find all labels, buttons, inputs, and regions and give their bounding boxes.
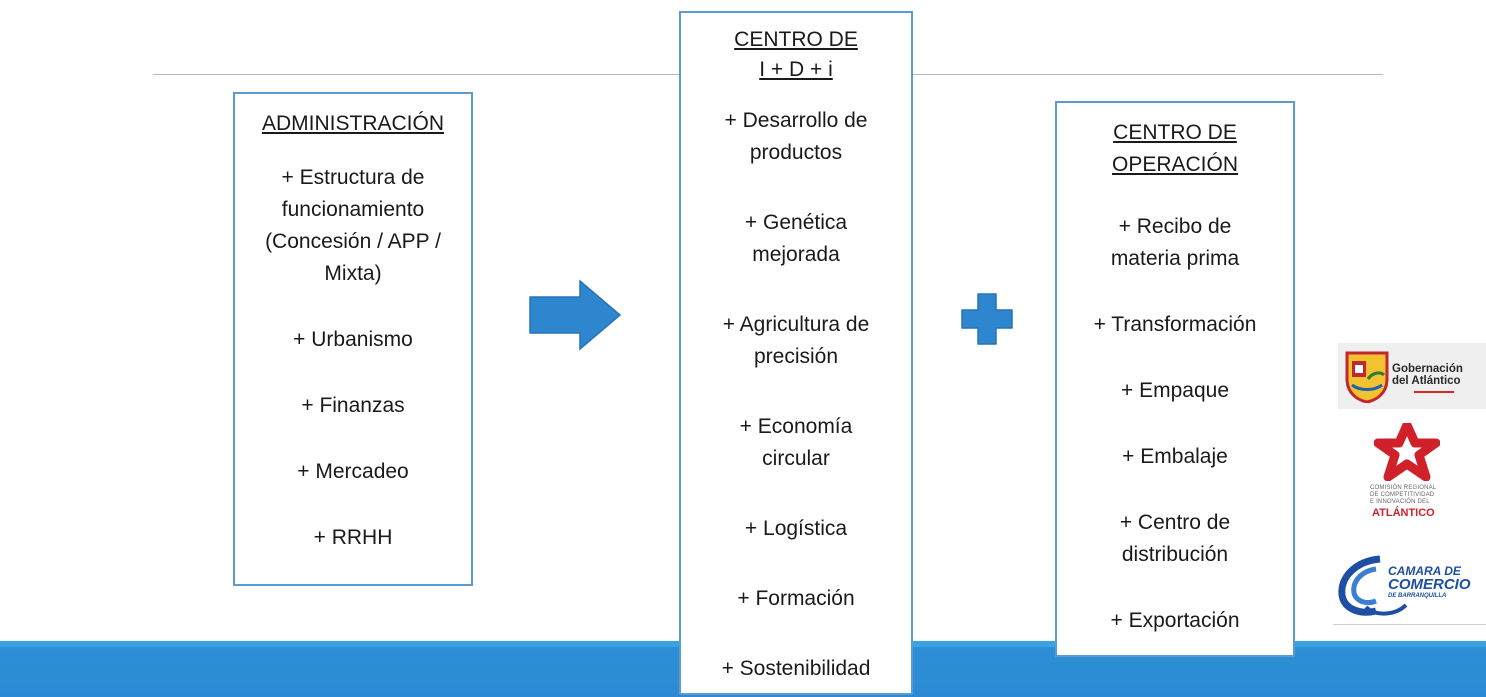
camara-line: CAMARA DE	[1388, 564, 1461, 578]
centro-operacion-item-embalaje: + Embalaje	[1122, 445, 1228, 468]
arrow-right-icon	[529, 279, 622, 351]
item-line: circular	[762, 447, 830, 470]
logos-divider	[1333, 624, 1486, 625]
centro-operacion-title: CENTRO DE	[1113, 121, 1237, 144]
camara-line: COMERCIO	[1388, 576, 1471, 593]
administracion-title: ADMINISTRACIÓN	[261, 112, 444, 135]
swirl-icon	[1338, 555, 1408, 616]
centro-id-box: CENTRO DE I + D + i + Desarrollo de prod…	[679, 11, 913, 695]
comision-line: COMISIÓN REGIONAL	[1370, 485, 1437, 491]
centro-id-item-economia: + Economía circular	[681, 411, 911, 475]
item-line: + Centro de	[1119, 511, 1231, 534]
administracion-item-rrhh: + RRHH	[313, 526, 393, 549]
camara-logo: CAMARA DE COMERCIO DE BARRANQUILLA	[1336, 555, 1486, 619]
gobernacion-underline	[1414, 391, 1454, 393]
item-line: + Desarrollo de	[724, 109, 868, 132]
gobernacion-logo: Gobernación del Atlántico	[1338, 343, 1486, 409]
plus-icon	[961, 293, 1013, 345]
centro-operacion-item-empaque: + Empaque	[1121, 379, 1229, 402]
centro-id-item-desarrollo: + Desarrollo de productos	[681, 105, 911, 169]
centro-id-item-formacion: + Formación	[737, 587, 855, 610]
item-line: materia prima	[1110, 247, 1240, 270]
gobernacion-line: Gobernación	[1392, 363, 1463, 375]
centro-operacion-box: CENTRO DE OPERACIÓN + Recibo de materia …	[1055, 101, 1295, 657]
item-line: + Genética	[744, 211, 848, 234]
centro-id-item-sostenibilidad: + Sostenibilidad	[721, 657, 871, 680]
administracion-item-line: (Concesión / APP /	[265, 230, 441, 253]
administracion-item-estructura: + Estructura de funcionamiento (Concesió…	[235, 162, 471, 290]
administracion-item-finanzas: + Finanzas	[301, 394, 405, 417]
gobernacion-name: Gobernación del Atlántico	[1392, 363, 1484, 387]
comision-name: COMISIÓN REGIONAL DE COMPETITIVIDAD E IN…	[1370, 485, 1460, 506]
gobernacion-line: del Atlántico	[1392, 375, 1461, 387]
administracion-item-line: + Estructura de	[281, 166, 425, 189]
item-line: precisión	[753, 345, 839, 368]
item-line: productos	[749, 141, 843, 164]
centro-operacion-item-transformacion: + Transformación	[1093, 313, 1257, 336]
comision-atlantico: ATLÁNTICO	[1372, 507, 1435, 519]
item-line: + Recibo de	[1118, 215, 1232, 238]
administracion-item-urbanismo: + Urbanismo	[293, 328, 413, 351]
item-line: mejorada	[752, 243, 840, 266]
centro-id-item-logistica: + Logística	[744, 517, 848, 540]
item-line: + Agricultura de	[722, 313, 870, 336]
centro-operacion-subtitle: OPERACIÓN	[1111, 153, 1239, 176]
shield-icon	[1345, 351, 1389, 403]
administracion-item-line: funcionamiento	[281, 198, 425, 221]
comision-logo: COMISIÓN REGIONAL DE COMPETITIVIDAD E IN…	[1370, 423, 1460, 533]
centro-id-item-genetica: + Genética mejorada	[681, 207, 911, 271]
centro-id-item-agricultura: + Agricultura de precisión	[681, 309, 911, 373]
camara-name: CAMARA DE COMERCIO DE BARRANQUILLA	[1388, 565, 1486, 600]
centro-id-title: CENTRO DE	[734, 28, 858, 51]
centro-operacion-item-distribucion: + Centro de distribución	[1057, 507, 1293, 571]
star-icon	[1374, 423, 1440, 481]
camara-line: DE BARRANQUILLA	[1388, 593, 1447, 599]
centro-operacion-item-recibo: + Recibo de materia prima	[1057, 211, 1293, 275]
comision-line: E INNOVACIÓN DEL	[1370, 499, 1430, 505]
administracion-item-line: Mixta)	[324, 262, 382, 285]
item-line: distribución	[1121, 543, 1229, 566]
item-line: + Economía	[739, 415, 853, 438]
administracion-item-mercadeo: + Mercadeo	[297, 460, 409, 483]
comision-line: DE COMPETITIVIDAD	[1370, 492, 1435, 498]
centro-operacion-item-exportacion: + Exportación	[1110, 609, 1240, 632]
administracion-box: ADMINISTRACIÓN + Estructura de funcionam…	[233, 92, 473, 586]
centro-id-subtitle: I + D + i	[759, 58, 833, 81]
